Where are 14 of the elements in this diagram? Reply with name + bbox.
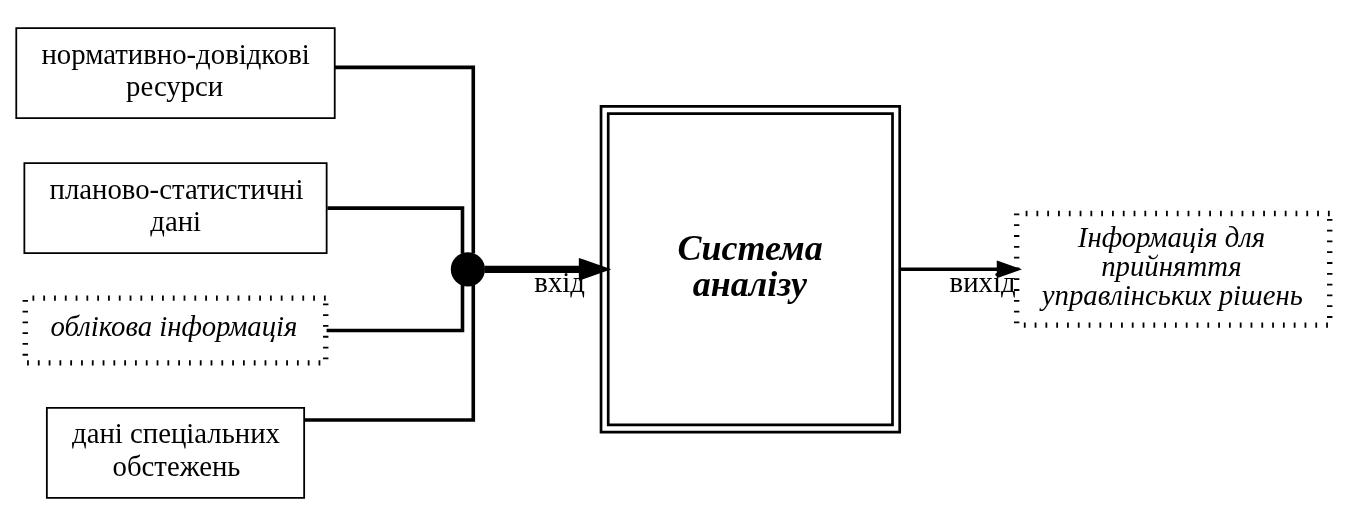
arrow [484, 257, 612, 281]
edge-label: вихід [949, 266, 1016, 299]
node-box: дані спеціальних обстежень [45, 406, 306, 499]
node-box: планово-статистичні дані [23, 162, 328, 254]
node-box: нормативно-довідкові ресурси [15, 27, 336, 120]
arrow [900, 260, 1022, 279]
connector [327, 206, 465, 254]
edge-label: вхід [534, 266, 585, 299]
connector [304, 284, 476, 422]
node-circle [450, 252, 485, 287]
connector [326, 284, 465, 333]
node-box: Система аналізу [599, 105, 902, 434]
node-box: облікова інформація [22, 295, 329, 366]
connector [334, 65, 476, 254]
